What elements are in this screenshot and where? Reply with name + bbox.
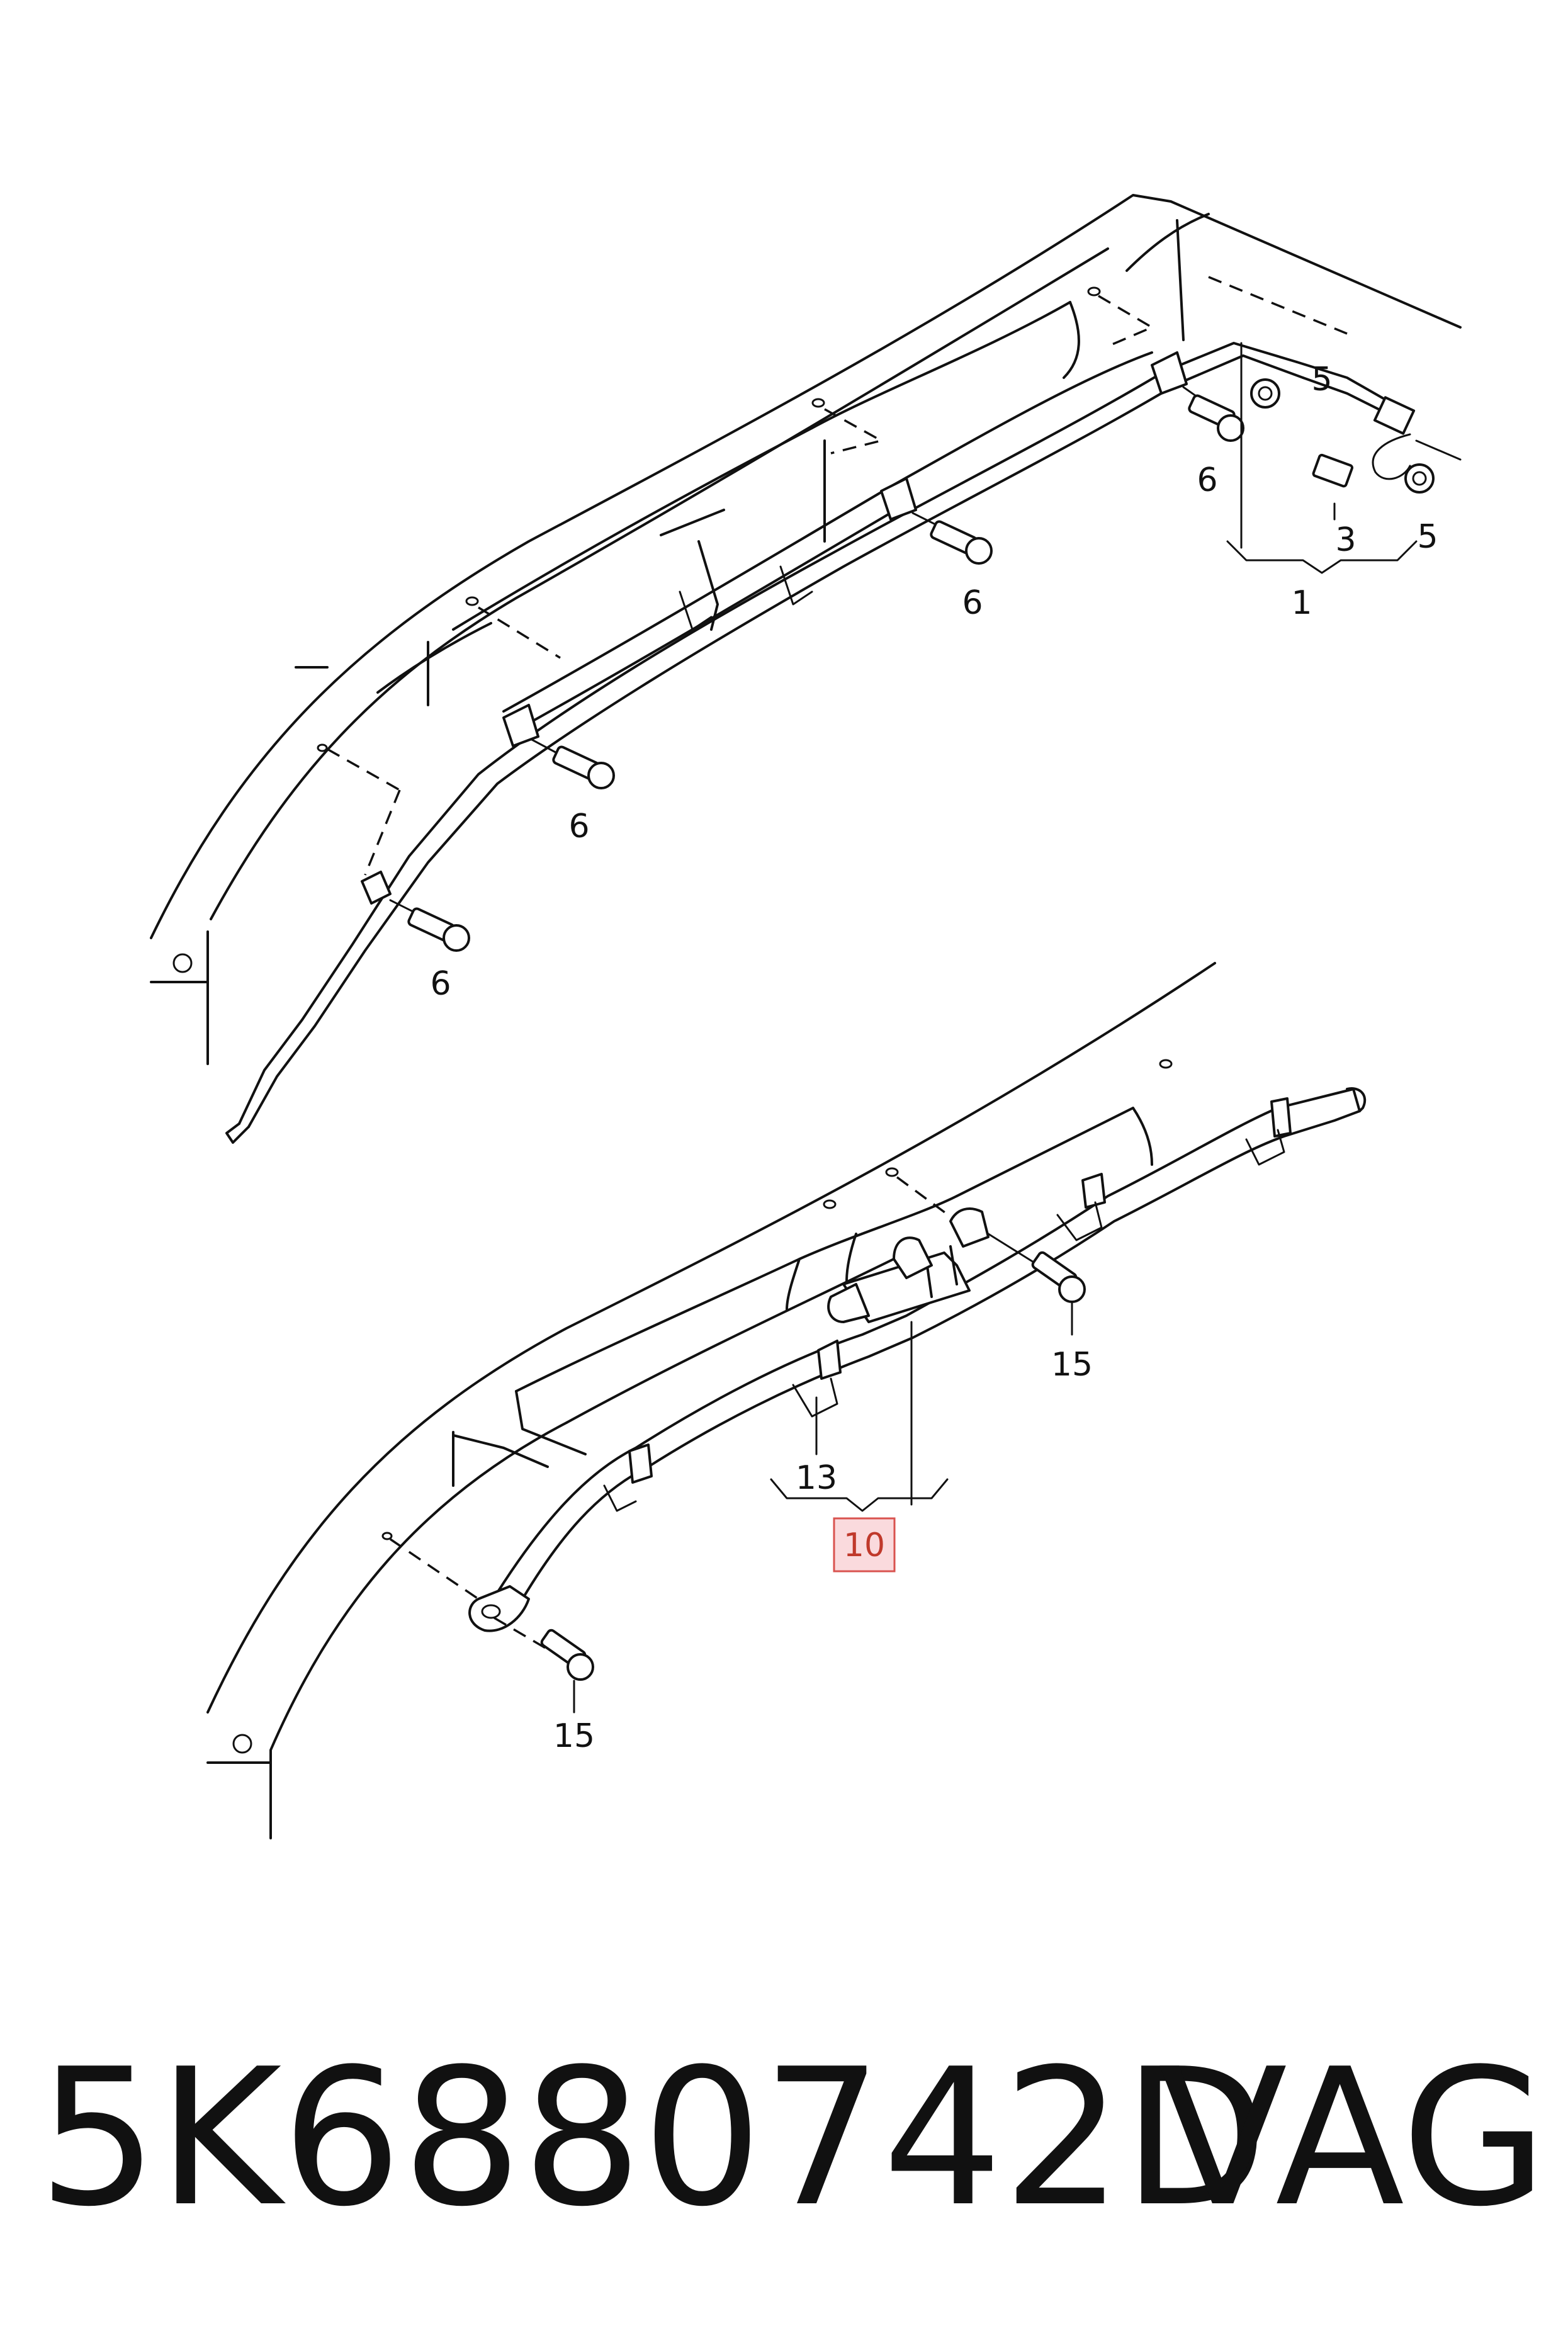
callout-3: 3 [1335, 521, 1356, 559]
bolt-icon [1182, 386, 1244, 442]
bolt-icon [389, 899, 470, 952]
callout-13: 13 [796, 1459, 837, 1497]
bolt-icon [531, 738, 615, 789]
callout-10-highlight[interactable]: 10 [833, 1517, 896, 1573]
callout-15: 15 [1051, 1346, 1093, 1384]
lower-curtain-airbag [468, 1087, 1367, 1632]
callout-5: 5 [1417, 518, 1438, 556]
bolt-icon [911, 512, 993, 565]
brand-label: VAG [1158, 2028, 1547, 2248]
sensor-icon [1312, 453, 1353, 488]
nut-icon [1404, 463, 1435, 494]
nut-icon [1250, 378, 1280, 409]
callout-15: 15 [553, 1717, 595, 1755]
callout-1: 1 [1291, 584, 1312, 622]
upper-curtain-airbag [225, 342, 1462, 1144]
callout-6: 6 [568, 808, 589, 845]
bolt-icon [494, 1617, 594, 1681]
lower-leader-lines [573, 1302, 1073, 1714]
callout-6: 6 [962, 584, 983, 622]
part-number: 5K6880742D [38, 2028, 1268, 2248]
callout-6: 6 [1197, 461, 1217, 499]
bolt-icon [987, 1233, 1086, 1303]
callout-5: 5 [1311, 361, 1332, 398]
lower-roof-frame [206, 962, 1216, 1839]
callout-6: 6 [430, 965, 451, 1003]
highlight-box [833, 1517, 896, 1573]
callout-10: 10 [843, 1527, 885, 1564]
upper-leader-lines [1226, 342, 1418, 574]
upper-roof-frame [150, 194, 1462, 1065]
